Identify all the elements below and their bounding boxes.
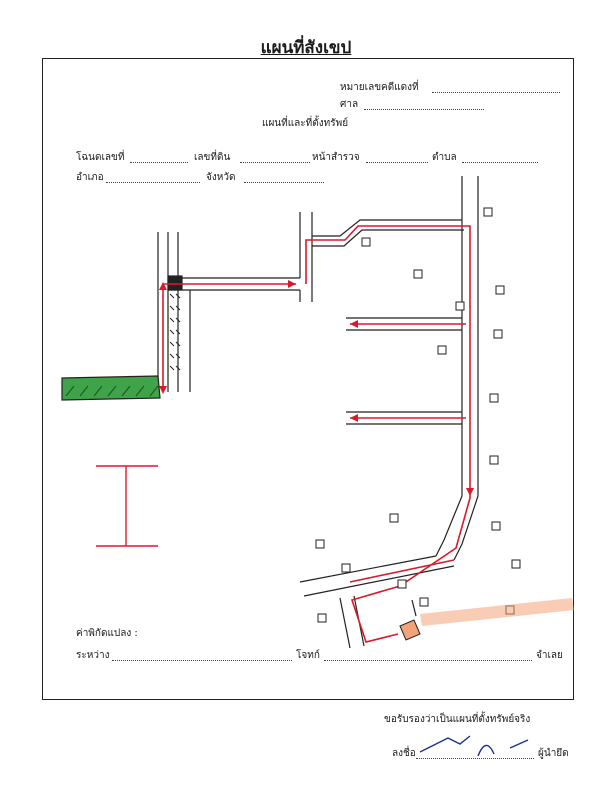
deed-line: [130, 150, 188, 163]
court-label: ศาล: [340, 99, 359, 110]
district-line: [106, 170, 200, 183]
map-frame: [42, 58, 574, 700]
side-roads: [346, 317, 462, 425]
road-main-vertical: [435, 176, 479, 561]
road-bottom: [299, 555, 455, 649]
accused-label: จำเลย: [536, 650, 563, 661]
certify-label: ขอรับรองว่าเป็นแผนที่ตั้งทรัพย์จริง: [384, 714, 531, 725]
deed-label: โฉนดเลขที่: [76, 152, 125, 163]
route-arrows: [159, 280, 474, 496]
map-caption: แผนที่และที่ตั้งทรัพย์: [262, 118, 349, 129]
road-horizontal-upper: [167, 275, 300, 291]
road-upper-right: [312, 219, 464, 247]
survey-page-line: [366, 150, 428, 163]
coordinates-label: ค่าพิกัดแปลง :: [76, 628, 138, 639]
province-line: [244, 170, 324, 183]
defendant-label: โจทก์: [296, 650, 320, 661]
land-no-line: [240, 150, 310, 163]
district-label: อำเภอ: [76, 172, 104, 183]
seizer-label: ผู้นำยึด: [538, 748, 569, 759]
land-no-label: เลขที่ดิน: [194, 152, 231, 163]
survey-page-label: หน้าสำรวจ: [312, 152, 360, 163]
subdistrict-line: [462, 150, 538, 163]
between-label: ระหว่าง: [76, 650, 110, 661]
case-number-label: หมายเลขคดีแดงที่: [340, 82, 419, 93]
sign-line: [416, 746, 534, 759]
signature: [419, 735, 529, 757]
subdistrict-label: ตำบล: [432, 152, 457, 163]
defendant-line: [324, 648, 532, 661]
route-red: [162, 225, 471, 643]
between-line: [112, 648, 292, 661]
page-title: แผนที่สังเขป: [260, 38, 352, 58]
plot-area: [61, 375, 161, 401]
case-number-line: [432, 80, 560, 93]
road-left-vertical: [157, 232, 191, 392]
province-label: จังหวัด: [206, 172, 236, 183]
highlight-band: [420, 598, 574, 626]
target-marker: [399, 619, 421, 641]
court-line: [364, 97, 484, 110]
sign-label: ลงชื่อ: [392, 748, 416, 759]
scale-bar: [96, 465, 158, 547]
road-connector: [299, 212, 313, 302]
